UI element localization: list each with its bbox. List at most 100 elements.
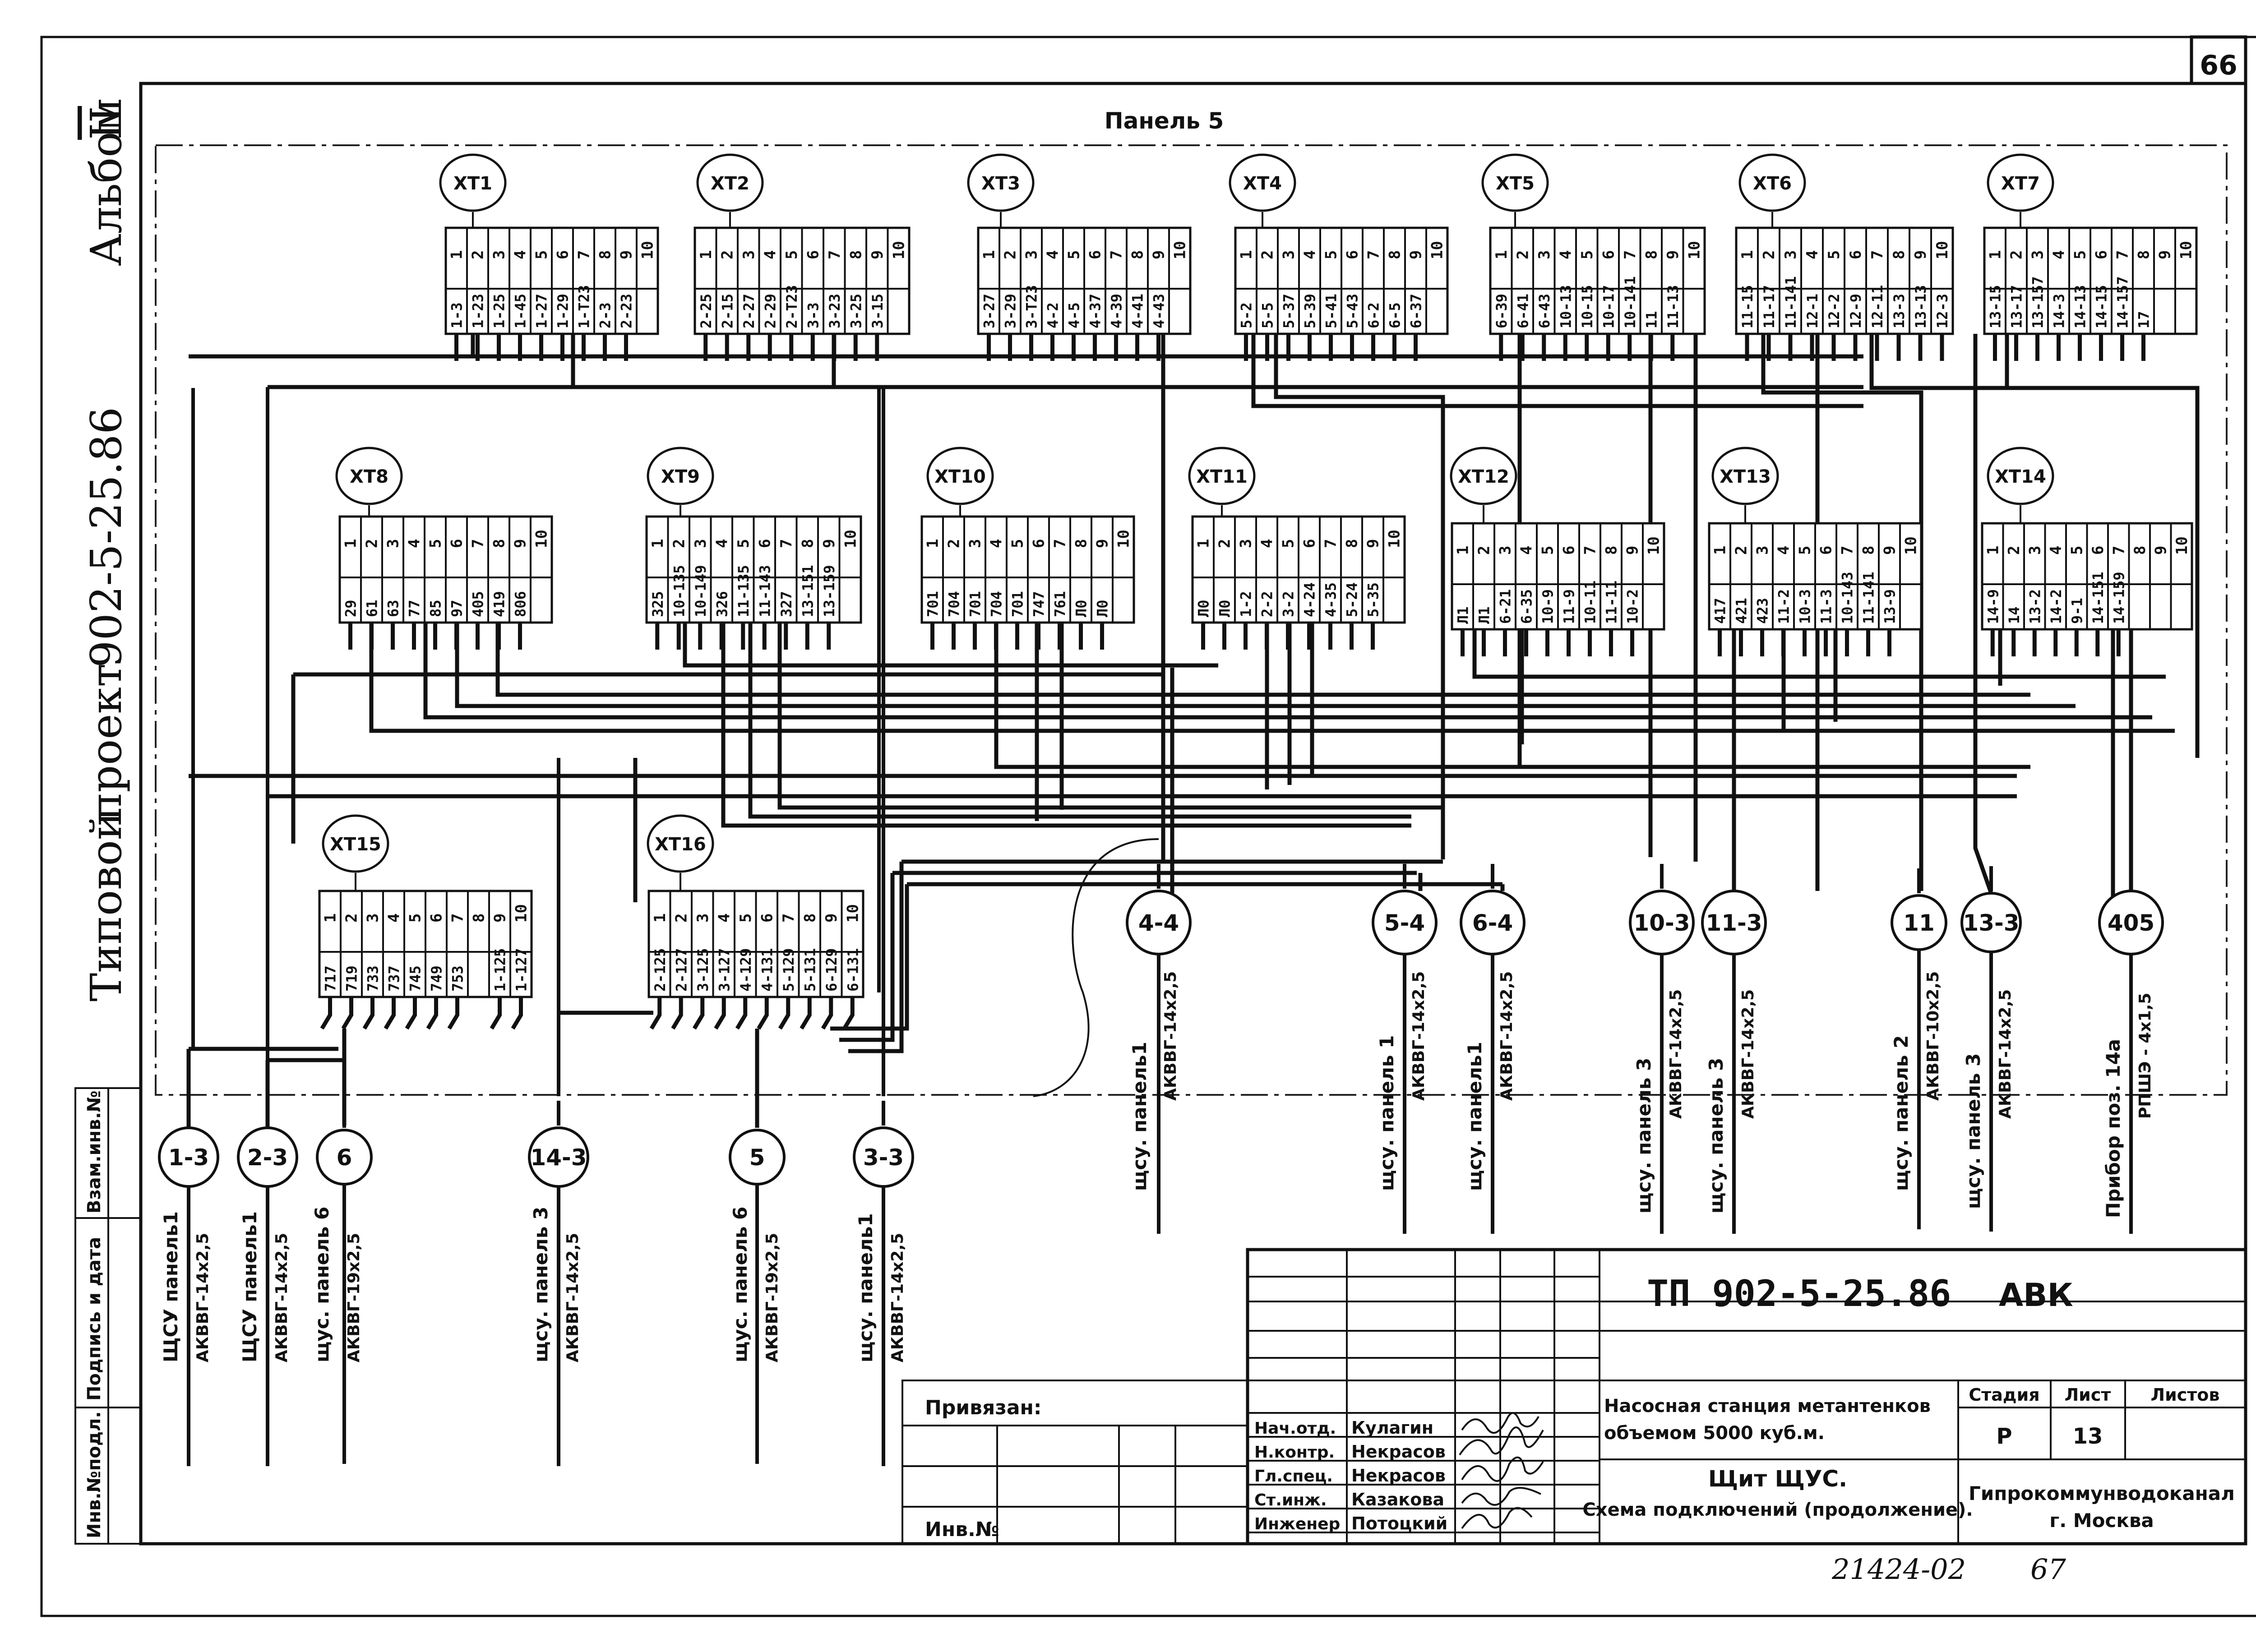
wire-run bbox=[1761, 334, 1923, 891]
terminal-entry: 12-11 bbox=[1869, 285, 1886, 328]
terminal-block-xt11: XT111Л02Л031-242-253-264-2474-3585-2495-… bbox=[1188, 447, 1406, 650]
terminal-entry: 2-15 bbox=[719, 294, 736, 328]
terminal-number: 9 bbox=[2156, 250, 2174, 259]
wire-run bbox=[369, 623, 2175, 733]
terminal-number: 3 bbox=[1280, 250, 1298, 259]
terminal-number: 9 bbox=[869, 250, 887, 259]
terminal-number: 6 bbox=[804, 250, 822, 259]
block-tag-label: XT16 bbox=[655, 834, 706, 855]
terminal-entry: 3-3 bbox=[804, 302, 822, 328]
cable-type: АКВВГ-14х2,5 bbox=[888, 1233, 907, 1362]
cable-destination: щсу. панель1 bbox=[855, 1213, 877, 1362]
terminal-number: 5 bbox=[427, 539, 445, 548]
left-strip: Типовой проект 902-5-25.86 Альбом II Вза… bbox=[74, 98, 142, 1545]
terminal-entry: 10-9 bbox=[1539, 589, 1557, 624]
terminal-entry: 421 bbox=[1733, 598, 1750, 624]
terminal-number: 4 bbox=[988, 539, 1006, 548]
terminal-entry: 6-131 bbox=[844, 948, 861, 992]
terminal-entry: 63 bbox=[385, 600, 402, 617]
terminal-number: 6 bbox=[756, 539, 774, 548]
project-name-line1: Насосная станция метантенков bbox=[1604, 1396, 1931, 1417]
terminal-number: 10 bbox=[1933, 241, 1951, 259]
terminal-number: 9 bbox=[2152, 546, 2170, 555]
terminal-entry: 5-24 bbox=[1344, 582, 1361, 617]
terminal-entry: 3-23 bbox=[826, 294, 843, 328]
wire-stub bbox=[362, 997, 374, 1030]
terminal-number: 1 bbox=[1987, 250, 2005, 259]
terminal-number: 8 bbox=[1642, 250, 1660, 259]
terminal-entry: 12-1 bbox=[1804, 294, 1821, 328]
terminal-entry: 11-13 bbox=[1664, 285, 1682, 328]
wire-stub bbox=[735, 997, 748, 1030]
wire-stub bbox=[320, 997, 332, 1030]
terminal-number: 9 bbox=[820, 539, 838, 548]
terminal-number: 6 bbox=[1030, 539, 1048, 548]
wire-stub bbox=[757, 997, 769, 1030]
cable-id: 13-3 bbox=[1963, 910, 2019, 936]
block-tag-circle bbox=[1229, 153, 1296, 212]
name-chief-spec: Некрасов bbox=[1351, 1466, 1446, 1486]
terminal-entry: 13-157 bbox=[2029, 276, 2047, 328]
terminal-entry: 97 bbox=[448, 600, 466, 617]
wire-stub bbox=[490, 997, 502, 1030]
terminal-entry: 11-11 bbox=[1603, 581, 1620, 624]
terminal-entry: 417 bbox=[1712, 598, 1729, 624]
terminal-number: 10 bbox=[1645, 536, 1663, 555]
terminal-entry: Л1 bbox=[1476, 606, 1493, 624]
role-senior-eng: Ст.инж. bbox=[1254, 1491, 1327, 1509]
terminal-number: 7 bbox=[2114, 250, 2132, 259]
terminal-number: 2 bbox=[1002, 250, 1020, 259]
terminal-number: 5 bbox=[1280, 539, 1298, 548]
terminal-entry: 3-2 bbox=[1280, 591, 1297, 617]
terminal-number: 10 bbox=[533, 530, 551, 548]
terminal-number: 10 bbox=[1428, 241, 1447, 259]
terminal-entry: 14-157 bbox=[2114, 276, 2131, 328]
terminal-entry: 745 bbox=[407, 965, 424, 992]
terminal-entry: 753 bbox=[449, 965, 467, 992]
role-head-dept: Нач.отд. bbox=[1254, 1419, 1336, 1438]
block-tag-circle bbox=[1987, 447, 2054, 505]
terminal-number: 3 bbox=[2029, 250, 2047, 259]
terminal-entry: 13-3 bbox=[1891, 294, 1908, 328]
cable-circle bbox=[1126, 890, 1192, 955]
wire-stub bbox=[384, 997, 396, 1030]
terminal-number: 1 bbox=[1454, 546, 1472, 555]
terminal-entry: 2-Т23 bbox=[783, 285, 800, 328]
terminal-number: 2 bbox=[1760, 250, 1778, 259]
panel-label: Панель 5 bbox=[1105, 108, 1224, 134]
terminal-number: 8 bbox=[799, 539, 817, 548]
terminal-entry: 719 bbox=[343, 965, 361, 992]
block-tag-circle bbox=[335, 447, 403, 505]
terminal-entry: 13-13 bbox=[1912, 285, 1929, 328]
terminal-entry: 11 bbox=[1643, 311, 1660, 328]
wire-run bbox=[1274, 334, 1445, 859]
panel-5-boundary bbox=[155, 144, 2228, 1096]
wire-stub bbox=[511, 997, 523, 1030]
terminal-number: 8 bbox=[1890, 250, 1908, 259]
terminal-number: 2 bbox=[2005, 546, 2023, 555]
block-tag-circle bbox=[696, 153, 764, 212]
terminal-number: 10 bbox=[841, 530, 860, 548]
block-tag-circle bbox=[1738, 153, 1806, 212]
wire-run bbox=[455, 623, 2076, 708]
block-tag-label: XT8 bbox=[350, 466, 388, 487]
organization-line1: Гипрокоммунводоканал bbox=[1969, 1482, 2235, 1504]
terminal-number: 1 bbox=[1738, 250, 1757, 259]
terminal-block-xt1: XT111-321-2331-2541-4551-2761-2971-Т2382… bbox=[439, 153, 659, 361]
terminal-number: 7 bbox=[1051, 539, 1069, 548]
terminal-entry: 3-125 bbox=[694, 948, 712, 992]
terminal-number: 2 bbox=[1733, 546, 1751, 555]
terminal-number: 8 bbox=[1386, 250, 1404, 259]
cable-destination: щус. панель 6 bbox=[311, 1207, 333, 1362]
terminal-entry: 85 bbox=[427, 600, 444, 617]
wire-run bbox=[748, 623, 1411, 819]
terminal-entry: 10-17 bbox=[1600, 285, 1617, 328]
linked-label: Привязан: bbox=[925, 1396, 1042, 1419]
cable-circle bbox=[1701, 890, 1767, 955]
terminal-number: 7 bbox=[2110, 546, 2128, 555]
terminal-number: 10 bbox=[1115, 530, 1133, 548]
